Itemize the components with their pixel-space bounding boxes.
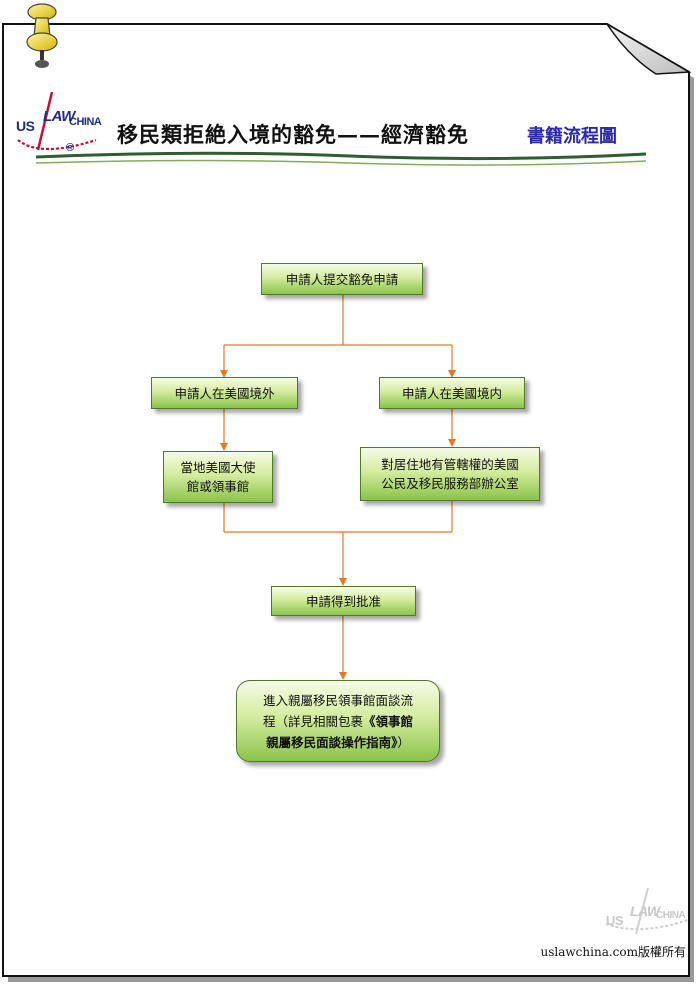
page-title: 移民類拒絶入境的豁免——經濟豁免 [117, 122, 469, 147]
node-uscis-line2: 公民及移民服務部辦公室 [381, 476, 519, 491]
node-approved-label: 申請得到批准 [305, 593, 381, 609]
node-approved: 申請得到批准 [271, 586, 416, 616]
logo-swoosh [17, 91, 97, 151]
node-final-line2-plain: 程（詳見相關包裹 [262, 713, 363, 729]
logo-us: US [16, 118, 35, 134]
watermark-swoosh [605, 919, 689, 931]
watermark-us: US [606, 913, 624, 928]
node-embassy-line1: 當地美國大使 [180, 460, 256, 475]
node-embassy-line2: 館或領事館 [186, 479, 250, 494]
logo-law: LAW [43, 108, 75, 125]
node-outside-us-label: 申請人在美國境外 [174, 385, 275, 401]
page-subtitle: 書籍流程圖 [527, 126, 617, 147]
node-submit-waiver: 申請人提交豁免申請 [261, 263, 423, 295]
node-outside-us: 申請人在美國境外 [151, 377, 298, 409]
node-final-line1: 進入親屬移民領事館面談流 [262, 692, 413, 708]
watermark-china: CHINA [656, 910, 686, 921]
watermark-stroke [635, 887, 649, 935]
node-inside-us: 申請人在美國境内 [379, 377, 525, 409]
node-final-line3-plain: ） [397, 734, 410, 750]
watermark-law: LAW [630, 903, 660, 919]
node-consular-interview: 進入親屬移民領事館面談流 程（詳見相關包裹《領事館 親屬移民面談操作指南》） [236, 680, 440, 762]
copyright-notice: uslawchina.com版權所有 [540, 945, 686, 959]
node-final-line3: 親屬移民面談操作指南》） [266, 732, 410, 753]
pushpin-icon [26, 3, 58, 68]
node-embassy: 當地美國大使 館或領事館 [163, 451, 273, 503]
node-inside-us-label: 申請人在美國境内 [401, 385, 502, 401]
node-uscis-line1: 對居住地有管轄權的美國 [381, 457, 519, 472]
sheet-outline [2, 23, 690, 977]
node-submit-waiver-label: 申請人提交豁免申請 [285, 271, 399, 287]
node-final-line2-bold: 《領事館 [363, 713, 414, 729]
page-curl [606, 23, 692, 75]
header-rule [35, 151, 647, 166]
node-uscis-office: 對居住地有管轄權的美國 公民及移民服務部辦公室 [360, 447, 540, 501]
node-final-line2: 程（詳見相關包裹《領事館 [263, 711, 413, 732]
logo-china: CHINA [69, 116, 102, 128]
logo-registered-mark: ® [66, 142, 74, 154]
node-final-line3-bold: 親屬移民面談操作指南》 [266, 734, 398, 750]
connector-lines [220, 295, 456, 680]
